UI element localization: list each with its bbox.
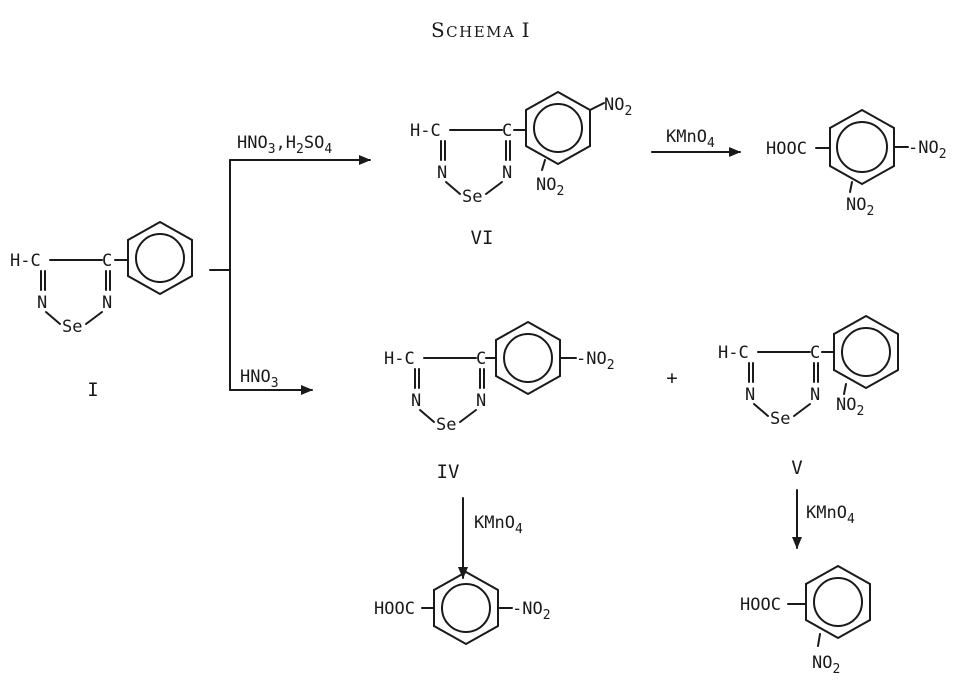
compound-v-structure: [717, 342, 822, 430]
carboxyl-group-para-acid: HOOC: [374, 599, 415, 619]
scheme-title: SCHEMA I: [431, 18, 531, 42]
reagent-kmno4-v: KMnO4: [806, 503, 855, 527]
nitro-group-para-acid: -NO2: [512, 599, 551, 623]
nitro-group-vi-ortho: NO2: [536, 175, 564, 199]
compound-label-v: V: [791, 457, 802, 479]
phenyl-ring-dinitrobenzoic: [829, 108, 895, 186]
carboxyl-group-ortho-acid: HOOC: [740, 595, 781, 615]
reagent-kmno4-iv: KMnO4: [474, 513, 523, 537]
nitro-group-vi-para: NO2: [604, 95, 632, 119]
phenyl-ring-para-acid: [433, 570, 499, 646]
phenyl-ring-iv: [495, 320, 561, 396]
nitro-group-dinitro-ortho: NO2: [846, 195, 874, 219]
reagent-kmno4-vi: KMnO4: [666, 127, 715, 151]
compound-label-i: I: [87, 379, 98, 401]
nitro-group-dinitro-para: -NO2: [908, 138, 947, 162]
nitro-group-ortho-acid: NO2: [812, 653, 840, 677]
compound-i-structure: [9, 250, 114, 338]
plus-sign: +: [666, 367, 677, 389]
compound-vi-structure: [409, 120, 514, 208]
reagent-mixed-acid: HNO3,H2SO4: [237, 133, 332, 157]
phenyl-ring-ortho-acid: [805, 564, 871, 640]
compound-iv-structure: [383, 348, 488, 436]
phenyl-ring-v: [833, 314, 899, 390]
reagent-nitric-acid: HNO3: [240, 367, 279, 391]
phenyl-ring-i: [127, 220, 193, 296]
compound-label-iv: IV: [437, 461, 460, 483]
phenyl-ring-vi: [525, 90, 591, 166]
nitro-group-v: NO2: [836, 395, 864, 419]
carboxyl-group-dinitro: HOOC: [766, 139, 807, 159]
nitro-group-iv: -NO2: [576, 349, 615, 373]
compound-label-vi: VI: [471, 227, 494, 249]
